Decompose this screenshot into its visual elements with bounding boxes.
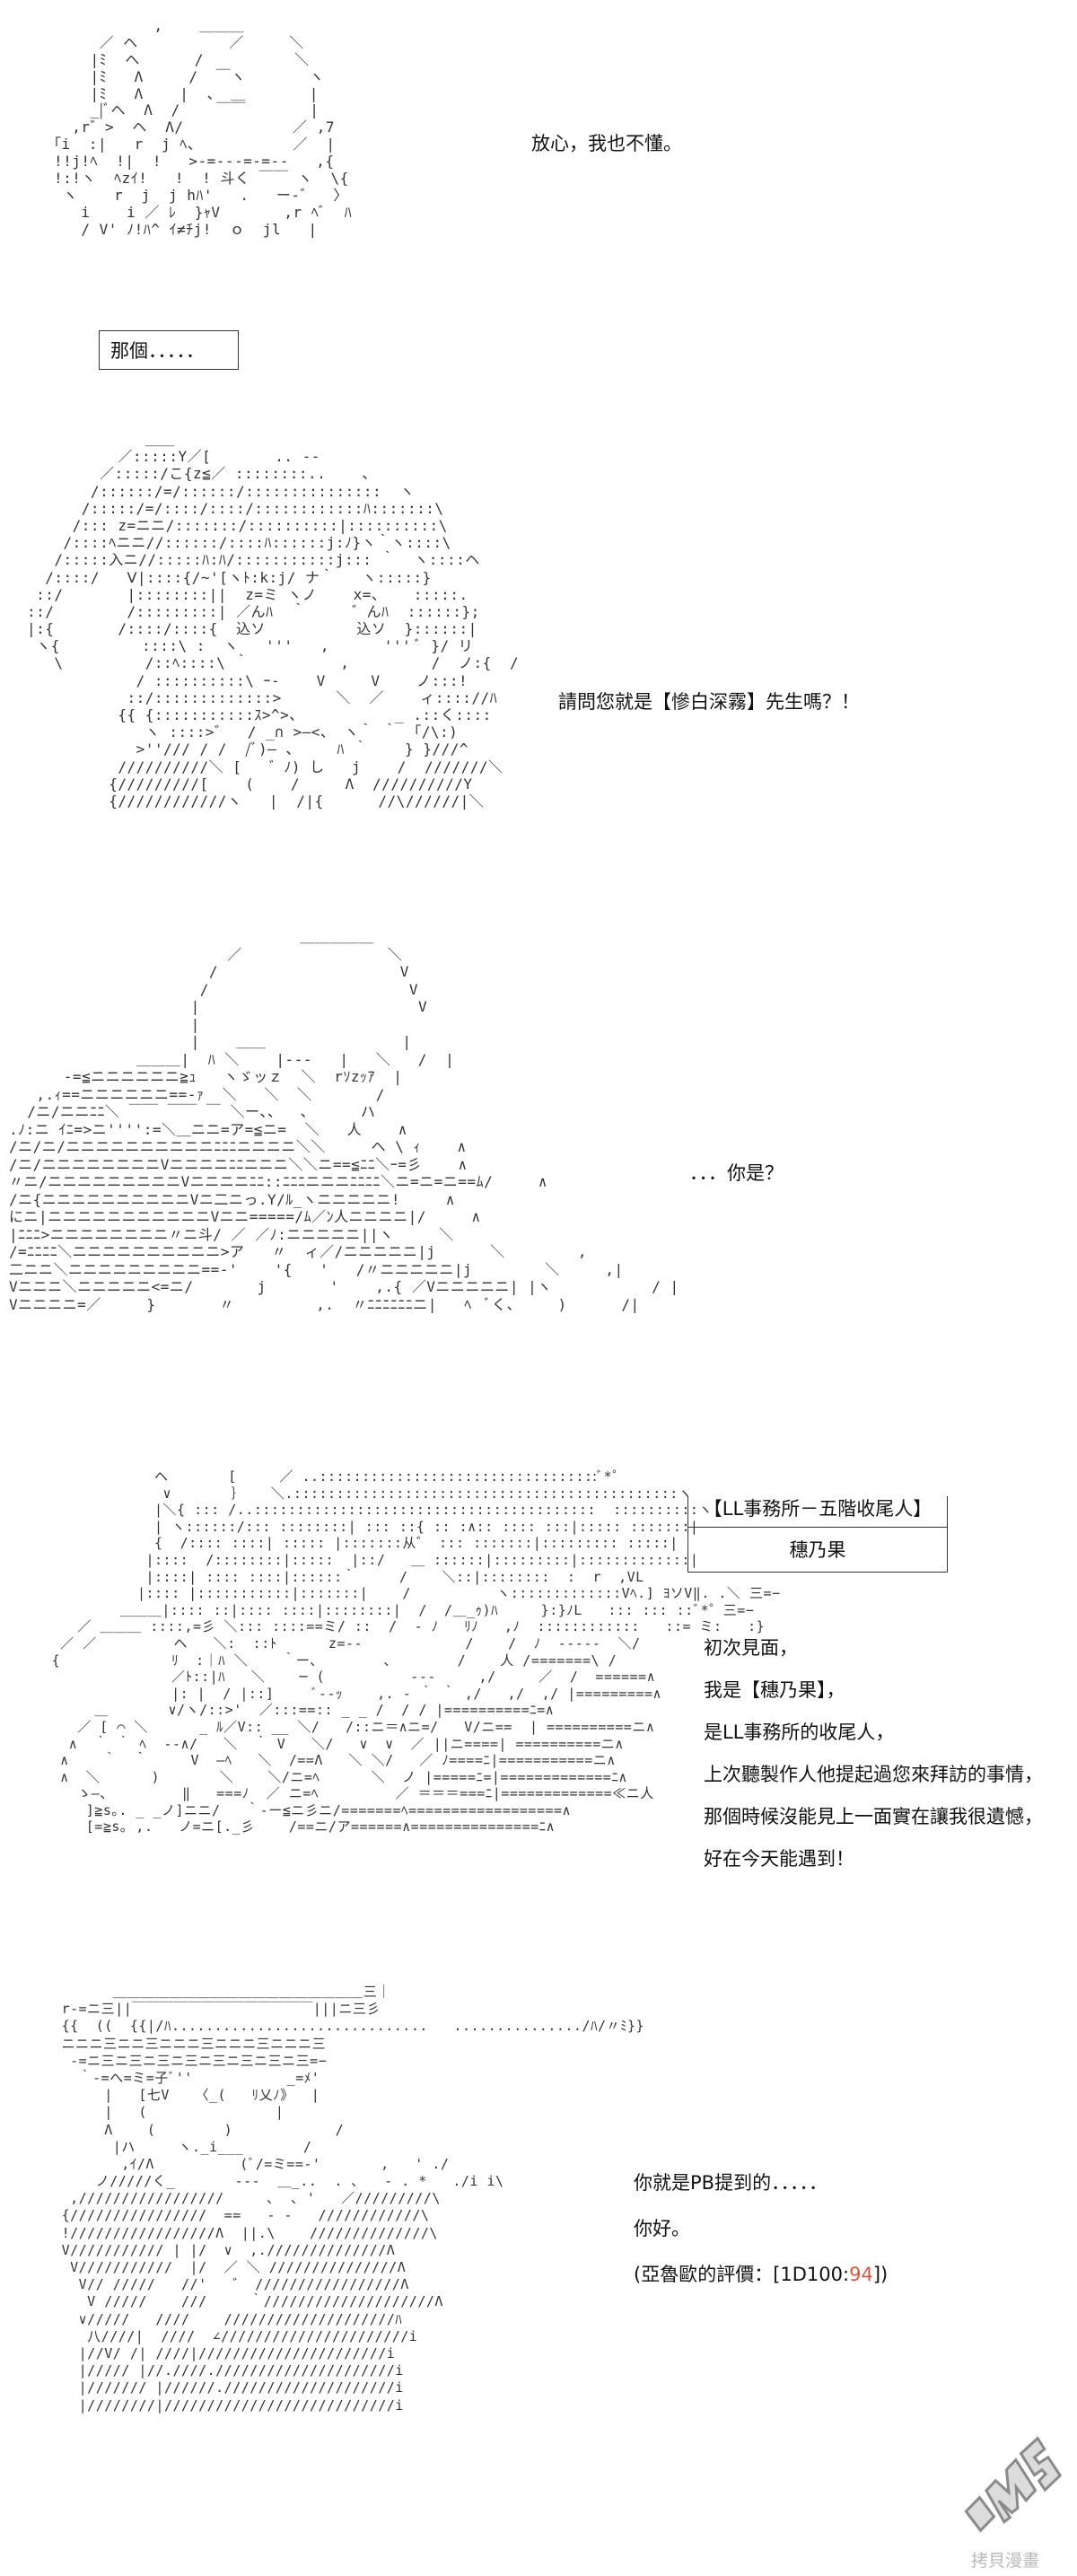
dialog-line: 請問您就是【慘白深霧】先生嗎？！ — [558, 691, 860, 713]
panel-5: ＿＿＿＿＿＿＿＿＿＿＿＿＿＿＿＿＿＿三｜ r‐=ニ三||￣￣￣￣￣￣￣￣￣￣￣￣… — [0, 1966, 1077, 2576]
dialog-line: 那個時候沒能見上一面實在讓我很遺憾， — [704, 1806, 1043, 1827]
dice-result: 94 — [849, 2264, 873, 2285]
dialog-line: 上次聽製作人他提起過您來拜訪的事情， — [704, 1764, 1043, 1785]
dialog-line: 好在今天能遇到！ — [704, 1848, 854, 1870]
dialog-panel-5: 你就是PB提到的．．．．． 你好。 (亞魯歐的評價：[1D100:94]) — [634, 2174, 888, 2302]
dialog-line: 你好。 — [634, 2218, 690, 2239]
ascii-art-figure-2: ＿＿ ／:::::Y／[ .. -- ／:::::/こ{z≦／ ::::::::… — [27, 431, 520, 810]
dialog-panel-2: 請問您就是【慘白深霧】先生嗎？！ — [558, 693, 860, 730]
panel-1: , ＿＿＿ ／ ヘ ／ ＼ |ﾐ ヘ / ＼ |ﾐ Λ / ￣ヽ ヽ |ﾐ Λ … — [0, 0, 1077, 377]
panel-4: ヘ [ ／ ..::::::::::::::::::::::::::::::::… — [0, 1436, 1077, 1939]
evaluation-line: (亞魯歐的評價：[1D100:94]) — [634, 2265, 888, 2284]
dialog-line: 你就是PB提到的．．．．． — [634, 2172, 828, 2194]
name-box-bottom-border — [687, 1572, 948, 1573]
panel-3: ＿＿＿＿＿ ／ ＼ / V / V | V — [0, 916, 1077, 1418]
character-name: 穗乃果 — [789, 1539, 846, 1561]
name-box-left-border — [687, 1496, 688, 1572]
watermark-text: 拷貝漫畫 — [971, 2551, 1040, 2571]
dialog-panel-4: 初次見面， 我是【穗乃果】， 是LL事務所的收尾人， 上次聽製作人他提起過您來拜… — [704, 1639, 1043, 1887]
ascii-art-figure-4: ヘ [ ／ ..::::::::::::::::::::::::::::::::… — [51, 1468, 781, 1836]
ascii-art-figure-5: ＿＿＿＿＿＿＿＿＿＿＿＿＿＿＿＿＿＿三｜ r‐=ニ三||￣￣￣￣￣￣￣￣￣￣￣￣… — [61, 1984, 645, 2414]
character-name-box: 【LL事務所－五階收尾人】 穗乃果 — [687, 1491, 948, 1573]
evaluation-prefix: (亞魯歐的評價：[1D100: — [634, 2264, 850, 2285]
ascii-art-figure-1: , ＿＿＿ ／ ヘ ／ ＼ |ﾐ ヘ / ＼ |ﾐ Λ / ￣ヽ ヽ |ﾐ Λ … — [54, 17, 353, 238]
evaluation-suffix: ]) — [872, 2264, 889, 2285]
thought-box: 那個．．．．． — [99, 330, 239, 370]
dialog-line: 我是【穗乃果】， — [704, 1679, 845, 1701]
name-box-title: 【LL事務所－五階收尾人】 — [687, 1491, 948, 1528]
ascii-art-figure-3: ＿＿＿＿＿ ／ ＼ / V / V | V — [9, 928, 679, 1313]
dialog-line: 初次見面， — [704, 1637, 798, 1659]
watermark-logo-icon — [964, 2436, 1063, 2533]
panel-2: ＿＿ ／:::::Y／[ .. -- ／:::::/こ{z≦／ ::::::::… — [0, 413, 1077, 916]
dialog-panel-3: ．．．你是？ — [689, 1164, 784, 1201]
dialog-line: ．．．你是？ — [689, 1162, 784, 1184]
dialog-panel-1: 放心，我也不懂。 — [531, 135, 682, 171]
dialog-line: 是LL事務所的收尾人， — [704, 1722, 895, 1743]
dialog-line: 放心，我也不懂。 — [531, 133, 682, 154]
name-box-right-border — [947, 1496, 948, 1572]
